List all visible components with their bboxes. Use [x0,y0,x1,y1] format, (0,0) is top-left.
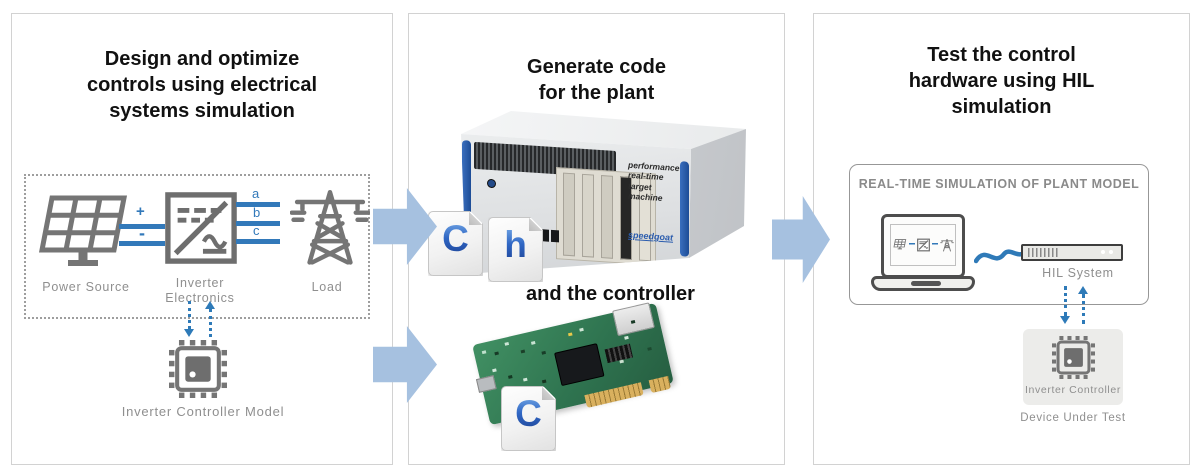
pcb-edge-connector [584,382,644,408]
laptop-icon [871,214,975,294]
c-file-letter: C [429,218,482,260]
controller-up-link [209,309,212,337]
dc-minus-label: - [139,223,145,243]
inverter-label: Inverter Electronics [165,276,235,305]
dc-line-minus [119,241,165,246]
hil-led-2 [1109,250,1113,254]
dc-line-plus [119,224,165,229]
pcb-sd-card-slot [612,302,655,337]
solar-panel-icon [38,195,128,266]
sim-box-title: REAL-TIME SIMULATION OF PLANT MODEL [858,177,1140,191]
panel-generate: Generate code for the plant [408,13,785,465]
design-title: Design and optimize controls using elect… [86,48,318,122]
load-label: Load [311,280,343,294]
hil-vent-lines [1028,248,1060,257]
power-source-label: Power Source [42,280,130,294]
controller-down-link [188,301,191,329]
machine-power-button [487,178,496,189]
network-cable [974,249,1026,264]
controller-up-arrowhead [205,301,215,309]
laptop-mini-diagram [890,224,956,266]
mini-link-line [931,243,938,247]
phase-c-line [236,239,280,244]
phase-b-label: b [253,205,261,220]
phase-a-label: a [252,186,260,201]
phase-a-line [236,202,280,207]
h-file-icon: h [488,217,543,282]
laptop-screen [881,214,965,278]
hil-system-label: HIL System [1042,266,1114,280]
pcb-edge-connector-2 [648,375,672,394]
dut-down-link [1064,286,1067,316]
panel-test: Test the control hardware using HIL simu… [813,13,1190,465]
machine-usb-port-2 [551,229,559,243]
panel-design: Design and optimize controls using elect… [11,13,393,465]
dut-controller-label: Inverter Controller [1024,384,1121,396]
pcb-usb-connector [475,375,497,393]
mini-tower-icon [939,238,954,252]
test-title: Test the control hardware using HIL simu… [908,44,1095,118]
phase-c-label: c [253,223,261,238]
machine-text: performance real-time target machine [628,159,680,204]
mini-solar-icon [892,239,906,250]
laptop-base [871,276,975,291]
inverter-icon [165,192,237,264]
generate-subtitle: and the controller [526,283,695,305]
hil-led-1 [1101,250,1105,254]
device-under-test-box: Inverter Controller [1023,329,1123,405]
h-file-letter: h [489,224,542,266]
phase-b-line [236,221,280,226]
pcb-pin-header [604,343,634,364]
inverter-controller-chip-icon [1052,336,1095,379]
dut-up-arrowhead [1078,286,1088,294]
generate-title: Generate code for the plant [527,56,666,104]
transmission-tower-icon [290,190,370,265]
c-file-icon: C [428,211,483,276]
dut-up-link [1082,294,1085,324]
device-under-test-label: Device Under Test [1020,412,1126,424]
pcb-components [472,344,477,348]
inverter-controller-chip-icon [169,340,227,398]
realtime-target-machine-image: performance real-time target machine spe… [444,111,756,289]
hil-system-icon [1021,244,1123,261]
realtime-simulation-box: REAL-TIME SIMULATION OF PLANT MODEL [849,164,1149,305]
c-file-letter-controller: C [502,393,555,435]
pcb-processor-chip [554,343,605,387]
mini-link-line [908,243,915,247]
dc-plus-label: + [136,203,145,220]
controller-down-arrowhead [184,329,194,337]
dut-down-arrowhead [1060,316,1070,324]
c-file-icon-controller: C [501,386,556,451]
controller-model-label: Inverter Controller Model [121,404,285,419]
plant-model-dashed-box [24,174,370,319]
mini-inverter-icon [916,238,930,252]
laptop-touchpad [911,281,941,286]
